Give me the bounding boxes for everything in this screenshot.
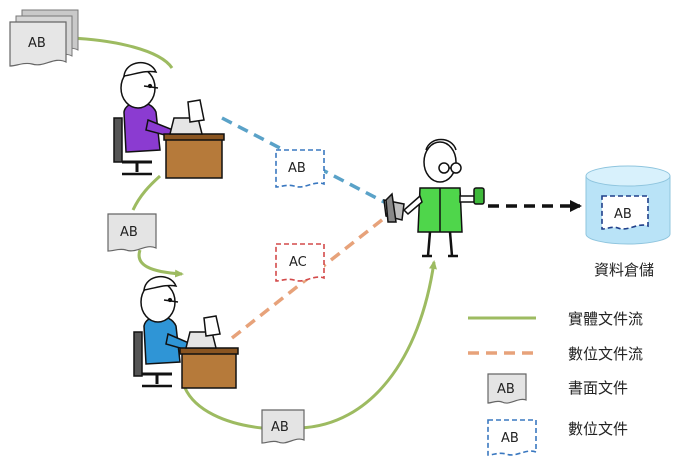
worker-purple-figure	[113, 62, 225, 179]
legend-digital-icon-label: AB	[501, 431, 519, 446]
legend-physical-label: 實體文件流	[568, 310, 643, 328]
physical-flow-worker2-to-paper	[183, 387, 263, 430]
legend-digital-doc-label: 數位文件	[568, 420, 628, 438]
paper-document-bottom: AB	[261, 409, 305, 444]
legend-paper-icon-label: AB	[497, 382, 515, 397]
physical-flow-paper-to-manager	[299, 260, 437, 430]
digital-ac-label: AC	[289, 255, 307, 270]
storage-caption: 資料倉儲	[594, 261, 654, 279]
paper-stack-label: AB	[28, 36, 46, 51]
digital-flow-worker2-to-manager	[230, 210, 394, 340]
physical-flow-paper-to-worker2	[137, 249, 184, 278]
paper-document-mid: AB	[107, 213, 157, 252]
storage-digital-document: AB	[601, 195, 649, 230]
legend-paper-doc-icon: AB	[487, 373, 527, 404]
paper-document-stack: AB	[9, 9, 79, 67]
digital-ab-label: AB	[288, 161, 306, 176]
manager-scanner-figure	[383, 138, 485, 258]
physical-flow-stack-to-worker1	[69, 36, 174, 69]
paper-mid-label: AB	[120, 225, 138, 240]
legend-paper-label: 書面文件	[568, 379, 628, 397]
legend-digital-doc-icon: AB	[487, 419, 537, 456]
digital-document-ab: AB	[275, 149, 325, 188]
storage-doc-label: AB	[614, 207, 632, 222]
legend-digital-label: 數位文件流	[568, 345, 643, 363]
legend: 實體文件流 數位文件流 AB 書面文件 AB 數位文件	[468, 310, 643, 456]
digital-document-ac: AC	[275, 243, 325, 282]
paper-bottom-label: AB	[271, 420, 289, 435]
physical-flow-worker1-to-paper	[131, 174, 162, 211]
data-warehouse-cylinder: AB	[585, 165, 671, 245]
worker-blue-figure	[133, 276, 239, 389]
